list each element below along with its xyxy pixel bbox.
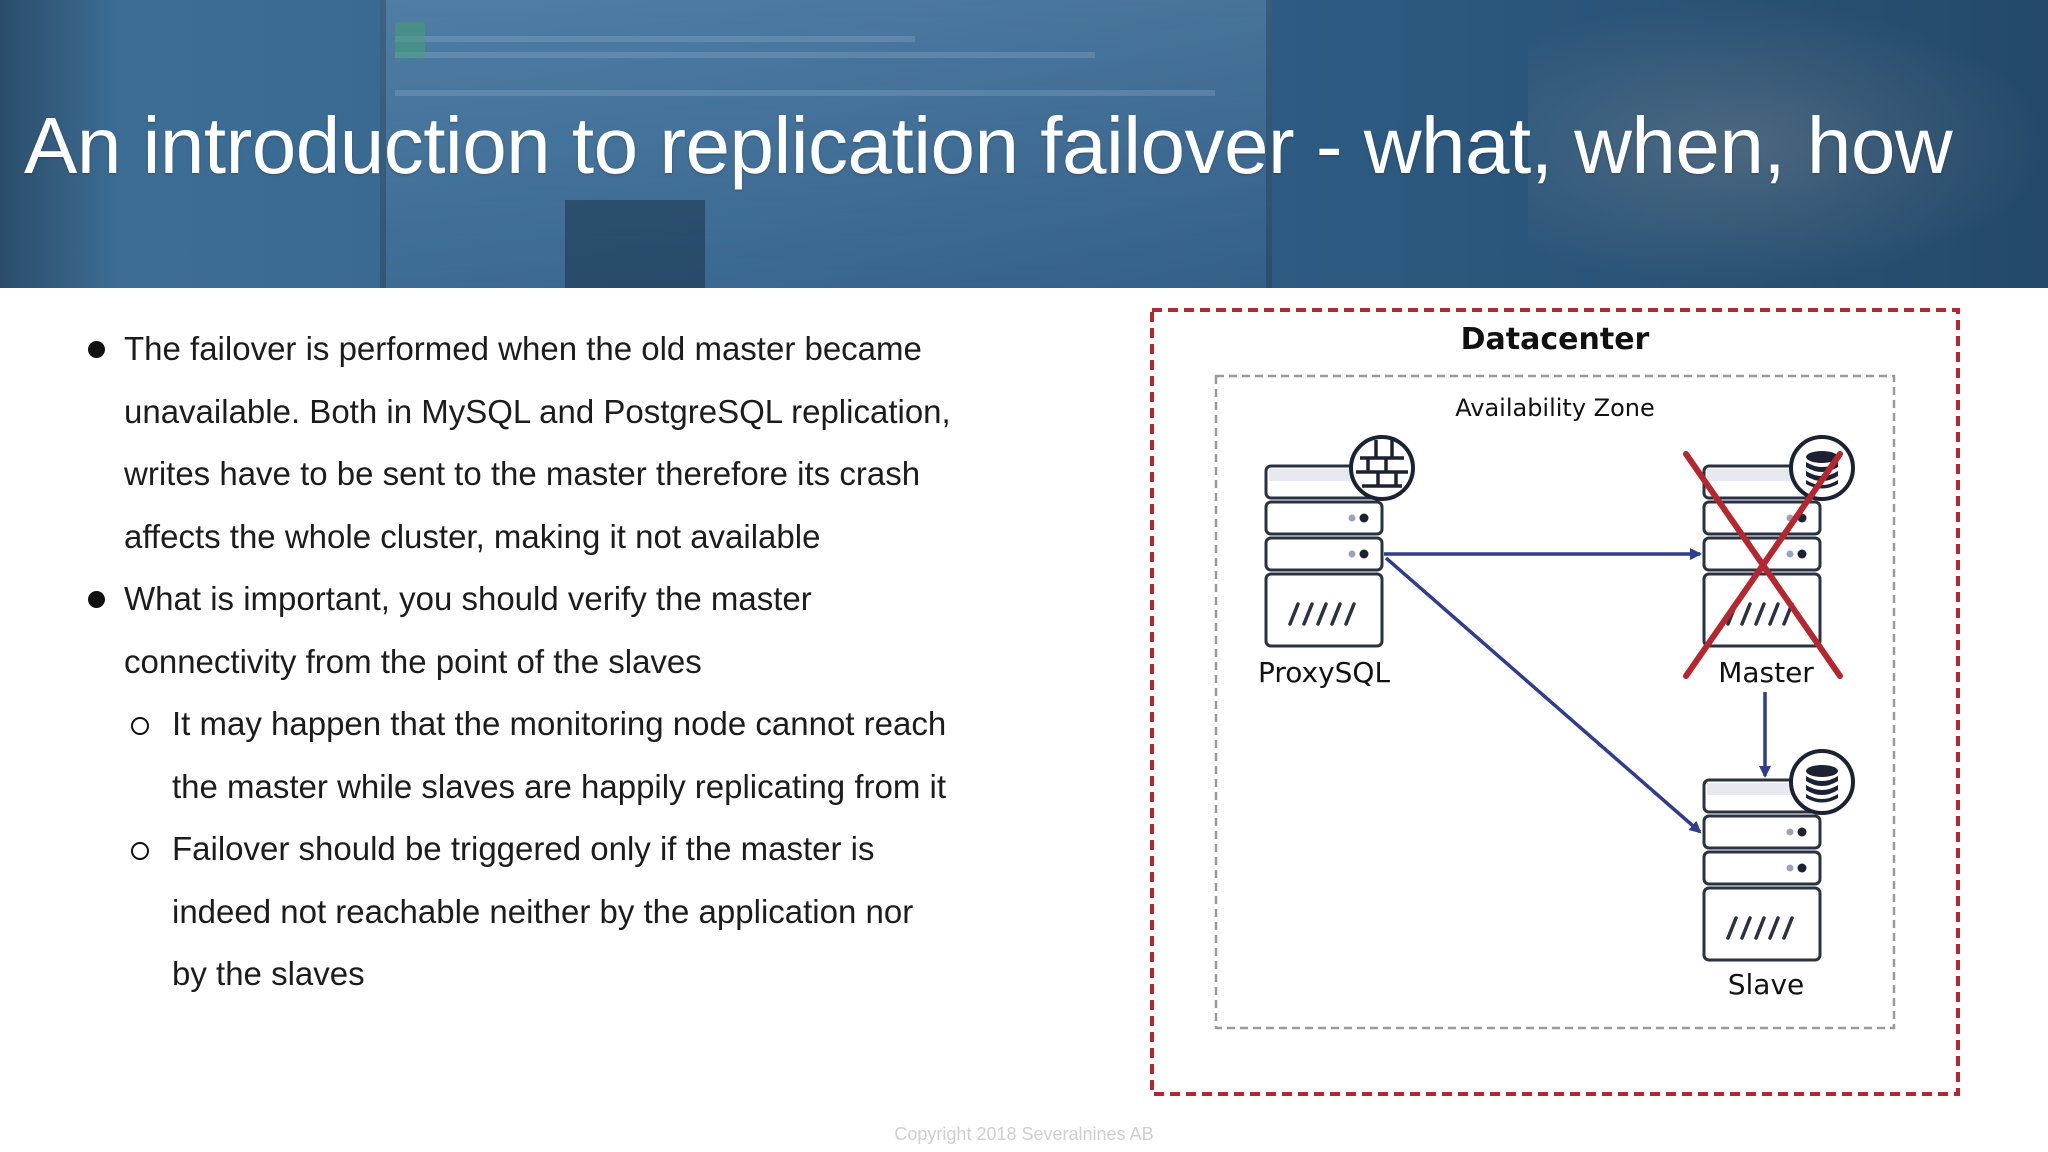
datacenter-label: Datacenter xyxy=(1460,322,1650,357)
bullet-line: The failover is performed when the old m… xyxy=(86,318,1046,381)
bullet-line: affects the whole cluster, making it not… xyxy=(86,506,1046,569)
availability-zone-label: Availability Zone xyxy=(1455,394,1655,422)
banner-background-logo xyxy=(395,22,425,58)
slave-server-icon xyxy=(1702,778,1822,962)
proxysql-label: ProxySQL xyxy=(1257,656,1391,689)
bullet-dot-icon xyxy=(88,341,105,358)
sub-bullet-text: indeed not reachable neither by the appl… xyxy=(172,892,914,930)
bullet-line: writes have to be sent to the master the… xyxy=(86,443,1046,506)
master-server-icon xyxy=(1702,464,1822,648)
copyright-footer: Copyright 2018 Severalnines AB xyxy=(894,1124,1154,1144)
banner-background-photo xyxy=(1528,0,2048,288)
database-icon xyxy=(1789,749,1855,815)
slave-label: Slave xyxy=(1727,968,1805,1001)
failed-master-cross-icon xyxy=(1683,451,1843,679)
database-icon xyxy=(1789,435,1855,501)
banner-background-screen xyxy=(380,0,1272,288)
banner-background-strip xyxy=(395,36,915,42)
datacenter-border xyxy=(1150,308,1960,1096)
sub-bullet-line: the master while slaves are happily repl… xyxy=(86,756,1046,819)
bullet-text: The failover is performed when the old m… xyxy=(124,330,922,367)
banner-background-shade xyxy=(0,0,120,288)
header-banner: An introduction to replication failover … xyxy=(0,0,2048,288)
bullet-text: writes have to be sent to the master the… xyxy=(124,455,921,492)
banner-background-strip xyxy=(395,90,1215,96)
banner-background-strip xyxy=(395,52,1095,58)
bullet-line: What is important, you should verify the… xyxy=(86,568,1046,631)
sub-bullet-line: by the slaves xyxy=(86,943,1046,1006)
datacenter-diagram: Datacenter Availability Zone ProxySQL Ma… xyxy=(1148,306,1962,1098)
firewall-icon xyxy=(1349,435,1415,501)
proxysql-server-icon xyxy=(1264,464,1384,648)
diagram-canvas xyxy=(1150,308,1960,1096)
sub-bullet-text: by the slaves xyxy=(172,955,365,992)
slide-title: An introduction to replication failover … xyxy=(24,101,1953,190)
bullet-text: unavailable. Both in MySQL and PostgreSQ… xyxy=(124,392,951,430)
sub-bullet-line: indeed not reachable neither by the appl… xyxy=(86,881,1046,944)
bullet-text: What is important, you should verify the… xyxy=(124,580,812,617)
arrow-proxysql-to-slave xyxy=(1384,556,1702,834)
availability-zone-border xyxy=(1214,374,1896,1030)
bullet-text: affects the whole cluster, making it not… xyxy=(124,517,821,555)
bullet-line: unavailable. Both in MySQL and PostgreSQ… xyxy=(86,381,1046,444)
master-label: Master xyxy=(1718,656,1814,689)
bullet-text: connectivity from the point of the slave… xyxy=(124,642,702,680)
sub-bullet-text: the master while slaves are happily repl… xyxy=(172,767,947,805)
bullet-line: connectivity from the point of the slave… xyxy=(86,631,1046,694)
sub-bullet-text: It may happen that the monitoring node c… xyxy=(172,705,947,742)
sub-bullet-text: Failover should be triggered only if the… xyxy=(172,830,875,867)
sub-bullet-circle-icon xyxy=(131,842,149,860)
bullet-dot-icon xyxy=(88,591,105,608)
banner-background-panel xyxy=(565,200,705,288)
sub-bullet-line: It may happen that the monitoring node c… xyxy=(86,693,1046,756)
bullet-list: The failover is performed when the old m… xyxy=(86,318,1046,1006)
sub-bullet-circle-icon xyxy=(131,717,149,735)
sub-bullet-line: Failover should be triggered only if the… xyxy=(86,818,1046,881)
